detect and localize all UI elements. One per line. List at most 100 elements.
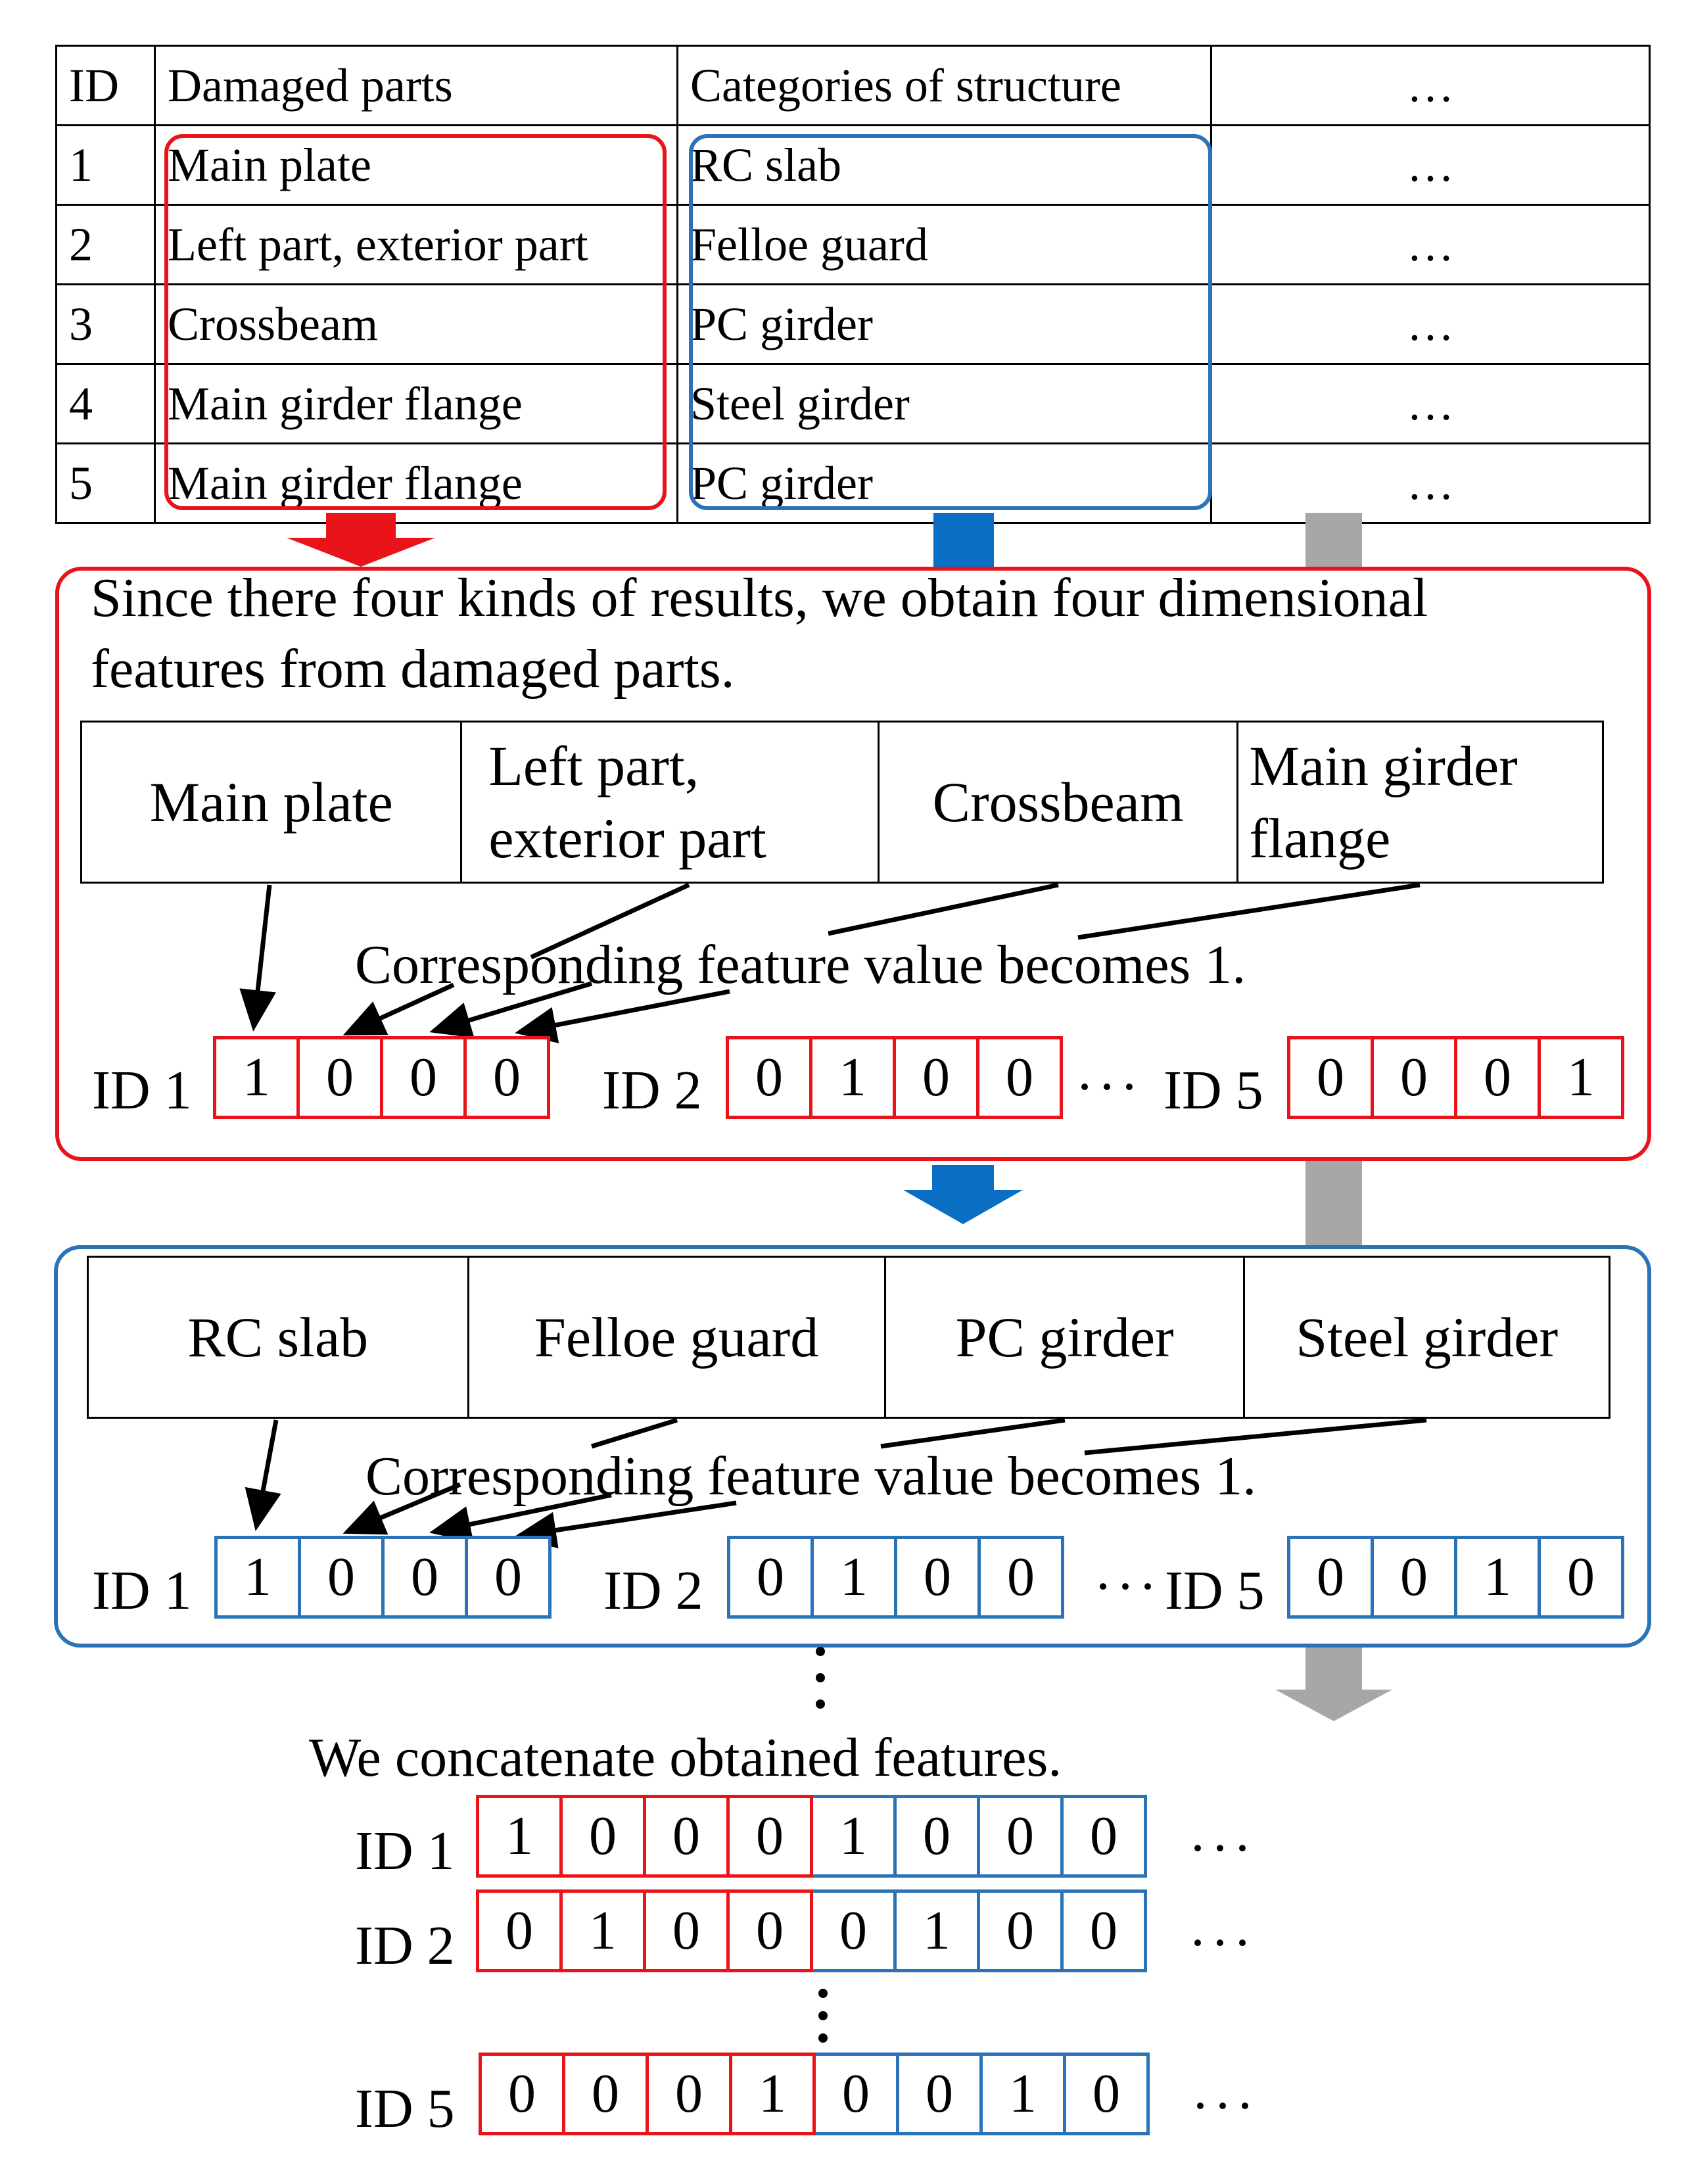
vector-cell: 0 — [562, 2053, 649, 2135]
table-row: 3 Crossbeam PC girder … — [55, 283, 1651, 365]
header-categories: Categories of structure — [676, 45, 1212, 126]
vector-cell: 1 — [979, 2053, 1066, 2135]
vector-cell: 0 — [1063, 2053, 1150, 2135]
row-more: … — [1210, 442, 1651, 524]
row-damaged-part: Crossbeam — [154, 283, 678, 365]
feature-vector: 0 1 0 0 — [726, 1036, 1063, 1119]
vector-cell: 0 — [977, 1889, 1064, 1972]
row-id: 3 — [55, 283, 156, 365]
vector-cell: 0 — [476, 1889, 563, 1972]
source-table: ID Damaged parts Categories of structure… — [55, 45, 1651, 524]
damaged-feature-header: Main plate Left part, exterior part Cros… — [80, 721, 1604, 884]
row-damaged-part: Main girder flange — [154, 363, 678, 444]
row-more: … — [1210, 363, 1651, 444]
concat-caption: We concatenate obtained features. — [309, 1727, 1062, 1788]
vector-cell: 0 — [1060, 1795, 1147, 1878]
panel-description: Since there four kinds of results, we ob… — [91, 567, 1428, 700]
row-category: PC girder — [676, 442, 1212, 524]
row-more: … — [1210, 283, 1651, 365]
vector-cell: 0 — [976, 1036, 1063, 1119]
header-id: ID — [55, 45, 156, 126]
vector-cell: 0 — [726, 1795, 813, 1878]
table-header-row: ID Damaged parts Categories of structure… — [55, 45, 1651, 126]
vector-cell: 0 — [643, 1889, 730, 1972]
vector-cell: 0 — [727, 1536, 814, 1619]
row-id: 1 — [55, 124, 156, 206]
vector-cell: 0 — [296, 1036, 383, 1119]
concat-label: ID 1 — [355, 1820, 455, 1882]
feature-vector: 1 0 0 0 — [214, 1536, 552, 1619]
vector-cell: 0 — [894, 1536, 981, 1619]
feature-pc-girder: PC girder — [886, 1258, 1246, 1417]
vector-cell: 0 — [1060, 1889, 1147, 1972]
panel2-caption: Corresponding feature value becomes 1. — [365, 1446, 1257, 1507]
row-more: … — [1210, 204, 1651, 285]
vector-cell: 0 — [977, 1536, 1064, 1619]
vector-cell: 0 — [463, 1036, 550, 1119]
vector-label: ID 2 — [602, 1060, 702, 1121]
vector-cell: 0 — [726, 1036, 812, 1119]
row-damaged-part: Left part, exterior part — [154, 204, 678, 285]
row-id: 5 — [55, 442, 156, 524]
feature-felloe-guard: Felloe guard — [469, 1258, 886, 1417]
panel1-caption: Corresponding feature value becomes 1. — [355, 934, 1246, 995]
feature-crossbeam: Crossbeam — [880, 723, 1239, 882]
vector-cell: 0 — [1538, 1536, 1624, 1619]
vector-cell: 0 — [1454, 1036, 1541, 1119]
vector-cell: 0 — [726, 1889, 813, 1972]
ellipsis: ··· — [1094, 1556, 1161, 1617]
vector-cell: 1 — [213, 1036, 300, 1119]
blue-down-arrow-icon — [903, 1165, 1023, 1224]
concat-vector: 1 0 0 0 1 0 0 0 — [476, 1795, 1147, 1878]
table-row: 5 Main girder flange PC girder … — [55, 442, 1651, 524]
vector-cell: 0 — [381, 1536, 468, 1619]
vector-cell: 0 — [643, 1795, 730, 1878]
vector-label: ID 1 — [92, 1560, 192, 1621]
category-feature-header: RC slab Felloe guard PC girder Steel gir… — [87, 1256, 1610, 1419]
vector-cell: 0 — [1371, 1036, 1457, 1119]
gray-down-arrow-icon — [1275, 1647, 1392, 1721]
concat-vector: 0 1 0 0 0 1 0 0 — [476, 1889, 1147, 1972]
vector-cell: 1 — [811, 1536, 897, 1619]
table-row: 2 Left part, exterior part Felloe guard … — [55, 204, 1651, 285]
concat-label: ID 5 — [355, 2078, 455, 2139]
table-row: 4 Main girder flange Steel girder … — [55, 363, 1651, 444]
header-damaged-parts: Damaged parts — [154, 45, 678, 126]
feature-vector: 0 0 0 1 — [1287, 1036, 1624, 1119]
vector-cell: 0 — [465, 1536, 552, 1619]
vector-label: ID 1 — [92, 1060, 192, 1121]
vector-cell: 0 — [1287, 1536, 1374, 1619]
vector-cell: 0 — [479, 2053, 565, 2135]
vector-cell: 1 — [1454, 1536, 1541, 1619]
ellipsis: ··· — [1075, 1056, 1142, 1118]
vector-cell: 0 — [1287, 1036, 1374, 1119]
vector-cell: 0 — [559, 1795, 646, 1878]
vector-cell: 1 — [893, 1889, 980, 1972]
row-more: … — [1210, 124, 1651, 206]
concat-vector: 0 0 0 1 0 0 1 0 — [479, 2053, 1150, 2135]
feature-left-part: Left part, exterior part — [462, 723, 880, 882]
vector-cell: 0 — [896, 2053, 983, 2135]
ellipsis: ··· — [1188, 1818, 1256, 1879]
vector-cell: 0 — [646, 2053, 732, 2135]
ellipsis: ··· — [1191, 2076, 1258, 2137]
feature-steel-girder: Steel girder — [1296, 1306, 1559, 1369]
vector-cell: 0 — [810, 1889, 897, 1972]
concat-label: ID 2 — [355, 1915, 455, 1976]
damaged-column-highlight — [164, 134, 667, 510]
feature-vector: 1 0 0 0 — [213, 1036, 550, 1119]
feature-main-girder-flange: Main girder flange — [1249, 734, 1518, 870]
header-more: … — [1210, 45, 1651, 126]
vector-cell: 0 — [893, 1795, 980, 1878]
vector-cell: 1 — [809, 1036, 896, 1119]
vector-cell: 1 — [810, 1795, 897, 1878]
gray-bar-icon — [1305, 1160, 1362, 1246]
row-id: 2 — [55, 204, 156, 285]
ellipsis: ··· — [1188, 1912, 1256, 1974]
feature-rc-slab: RC slab — [89, 1258, 469, 1417]
vector-cell: 0 — [812, 2053, 899, 2135]
vector-label: ID 5 — [1165, 1560, 1265, 1621]
feature-vector: 0 0 1 0 — [1287, 1536, 1624, 1619]
feature-vector: 0 1 0 0 — [727, 1536, 1064, 1619]
category-column-highlight — [689, 134, 1212, 510]
